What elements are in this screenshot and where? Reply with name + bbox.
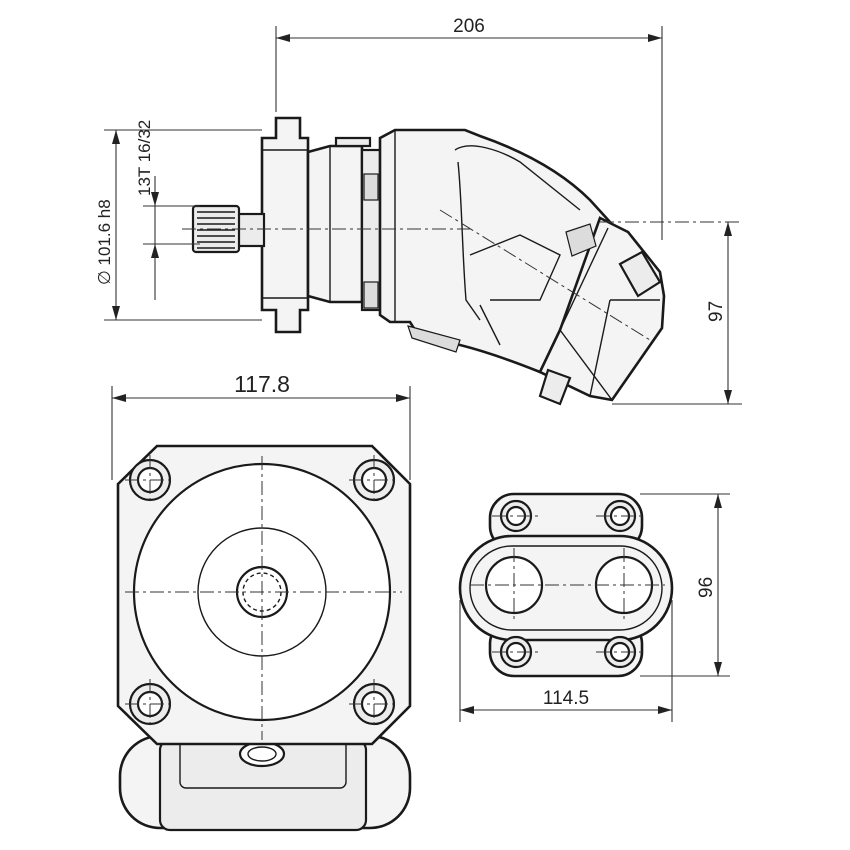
dim-206-label: 206 xyxy=(453,16,485,37)
port-bolt-holes xyxy=(499,499,637,669)
dim-pilot-label: ∅ 101.6 h8 xyxy=(95,199,114,285)
end-cap-bolt-top xyxy=(618,250,662,298)
dimension-overall-length: 206 xyxy=(275,16,663,240)
dim-spline-label: 13T 16/32 xyxy=(135,120,154,196)
dimension-port-height: 96 xyxy=(640,493,730,677)
front-port-hole xyxy=(238,740,286,768)
dimension-port-offset: 97 xyxy=(612,222,742,405)
dim-117-label: 117.8 xyxy=(234,371,290,397)
dim-114-label: 114.5 xyxy=(543,688,589,709)
dimension-spline: 13T 16/32 xyxy=(135,120,200,300)
port-view xyxy=(458,492,674,678)
dim-97-label: 97 xyxy=(706,301,727,322)
mounting-flange xyxy=(260,116,310,334)
front-view xyxy=(116,444,412,832)
dim-96-label: 96 xyxy=(696,577,717,598)
dimension-pilot-diameter: ∅ 101.6 h8 xyxy=(95,129,262,321)
bearing-housing xyxy=(306,144,364,304)
end-cap-bolt-bottom xyxy=(538,368,572,406)
side-view xyxy=(182,116,742,406)
dimension-port-width: 114.5 xyxy=(459,600,673,722)
dimension-flange-width: 117.8 xyxy=(111,371,411,480)
pilot-collar xyxy=(234,212,266,248)
